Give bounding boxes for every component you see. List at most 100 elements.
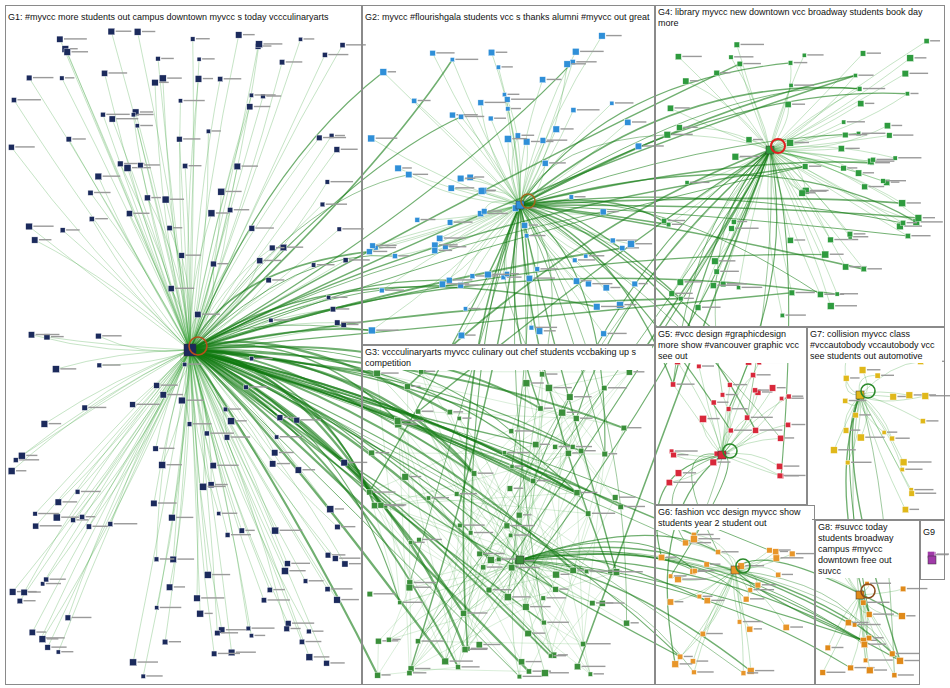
- vertex-tag: [61, 516, 79, 517]
- vertex-icon: [469, 531, 473, 535]
- vertex-tag: [173, 227, 182, 228]
- vertex-tag: [806, 192, 815, 193]
- vertex-icon: [488, 557, 495, 564]
- vertex-icon: [714, 269, 719, 274]
- vertex-icon: [570, 444, 575, 449]
- vertex-tag: [827, 574, 837, 575]
- group-heading: G1: #myvcc more students out campus down…: [6, 11, 331, 24]
- vertex-tag: [905, 469, 922, 470]
- vertex-icon: [463, 307, 467, 311]
- vertex-tag: [483, 553, 504, 554]
- vertex-tag: [531, 382, 544, 383]
- tie-line: [65, 49, 190, 350]
- vertex-tag: [373, 251, 387, 252]
- vertex-tag: [142, 31, 155, 32]
- vertex-tag: [762, 584, 776, 585]
- vertex-icon: [135, 124, 139, 128]
- vertex-icon: [236, 32, 242, 38]
- vertex-tag: [867, 52, 881, 53]
- tie-line: [673, 150, 770, 384]
- vertex-tag: [449, 246, 466, 247]
- vertex-tag: [212, 574, 230, 575]
- vertex-tag: [754, 628, 762, 629]
- vertex-tag: [590, 570, 614, 571]
- vertex-icon: [282, 568, 289, 575]
- vertex-icon: [97, 363, 102, 368]
- vertex-tag: [106, 114, 129, 115]
- vertex-icon: [751, 373, 756, 378]
- vertex-tag: [205, 613, 213, 614]
- vertex-icon: [669, 291, 675, 297]
- tie-line: [770, 58, 910, 150]
- vertex-tag: [780, 557, 803, 558]
- tie-line: [520, 36, 602, 205]
- vertex-icon: [624, 620, 630, 626]
- vertex-tag: [511, 98, 535, 99]
- tie-line: [56, 350, 190, 369]
- vertex-icon: [533, 442, 539, 448]
- vertex-tag: [36, 631, 46, 632]
- vertex-icon: [540, 372, 545, 377]
- vertex-icon: [538, 406, 543, 411]
- vertex-tag: [792, 103, 805, 104]
- vertex-tag: [208, 486, 226, 487]
- vertex-icon: [368, 327, 375, 334]
- vertex-tag: [70, 48, 78, 49]
- vertex-icon: [843, 375, 849, 381]
- vertex-tag: [474, 176, 484, 177]
- vertex-icon: [369, 450, 375, 456]
- tie-line: [576, 150, 770, 418]
- vertex-tag: [186, 399, 204, 400]
- tie-line: [133, 350, 190, 662]
- vertex-tag: [507, 452, 529, 453]
- vertex-icon: [899, 200, 906, 207]
- vertex-tag: [65, 77, 74, 78]
- tie-line: [190, 350, 381, 505]
- vertex-tag: [722, 551, 739, 552]
- vertex-tag: [875, 162, 890, 163]
- vertex-icon: [757, 360, 761, 364]
- vertex-icon: [295, 467, 301, 473]
- vertex-tag: [72, 617, 92, 618]
- vertex-icon: [526, 669, 531, 674]
- vertex-icon: [535, 267, 540, 272]
- vertex-icon: [187, 422, 192, 427]
- vertex-tag: [462, 417, 471, 418]
- vertex-icon: [154, 383, 160, 389]
- tie-line: [672, 451, 722, 457]
- vertex-tag: [263, 43, 282, 44]
- vertex-icon: [21, 589, 27, 595]
- tie-line: [520, 52, 576, 205]
- tie-line: [533, 150, 770, 481]
- vertex-tag: [516, 567, 540, 568]
- tie-line: [673, 384, 722, 455]
- vertex-tag: [116, 118, 138, 119]
- vertex-icon: [126, 211, 132, 217]
- vertex-tag: [402, 167, 412, 168]
- vertex-tag: [719, 260, 735, 261]
- tie-line: [520, 205, 731, 431]
- vertex-icon: [224, 435, 230, 441]
- vertex-tag: [236, 420, 247, 421]
- vertex-tag: [245, 530, 254, 531]
- vertex-tag: [898, 157, 921, 158]
- vertex-tag: [672, 224, 683, 225]
- vertex-tag: [845, 565, 866, 566]
- tie-line: [190, 350, 198, 598]
- vertex-icon: [239, 528, 244, 533]
- tie-line: [549, 372, 629, 388]
- vertex-icon: [613, 569, 619, 575]
- vertex-icon: [299, 37, 303, 41]
- tie-line: [68, 350, 190, 618]
- vertex-tag: [587, 643, 611, 644]
- vertex-tag: [66, 229, 80, 230]
- vertex-tag: [136, 404, 159, 405]
- vertex-tag: [847, 167, 857, 168]
- tie-line: [520, 197, 903, 223]
- vertex-icon: [218, 188, 225, 195]
- vertex-tag: [906, 615, 915, 616]
- vertex-icon: [249, 225, 255, 231]
- vertex-tag: [392, 639, 400, 640]
- tie-line: [11, 147, 190, 350]
- vertex-icon: [572, 48, 579, 55]
